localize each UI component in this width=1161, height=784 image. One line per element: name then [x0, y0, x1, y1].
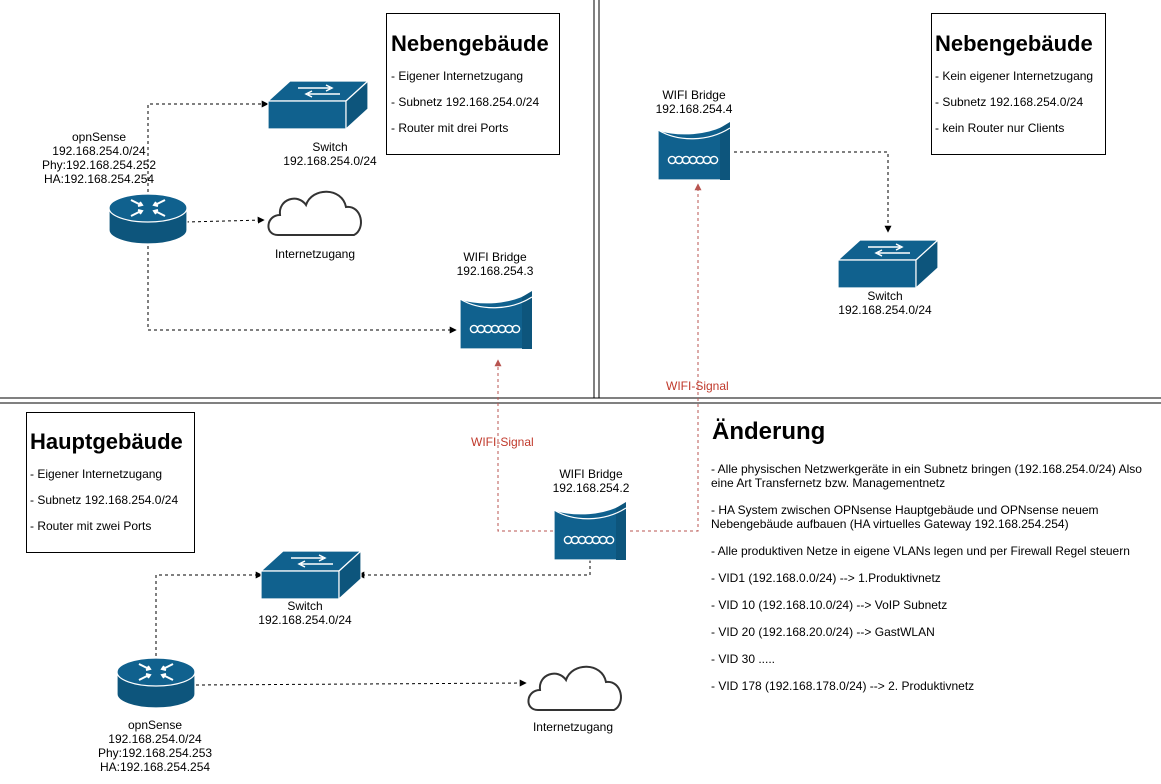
switch-name: Switch — [287, 599, 323, 613]
bridge-ip: 192.168.254.2 — [552, 481, 630, 495]
wifi-bridge-icon — [553, 501, 627, 561]
router-phy: Phy:192.168.254.253 — [97, 746, 213, 760]
box-title: Nebengebäude — [391, 31, 549, 56]
switch3-label: Switch 192.168.254.0/24 — [810, 289, 960, 317]
bridge-name: WIFI Bridge — [662, 88, 726, 102]
cloud2-label: Internetzugang — [532, 720, 614, 734]
link-router2-switch2 — [155, 571, 263, 656]
switch-icon — [837, 239, 939, 289]
changes-title: Änderung — [712, 418, 826, 445]
bridge-ip: 192.168.254.3 — [456, 264, 534, 278]
link-router1-switch1 — [147, 100, 269, 192]
bridge-name: WIFI Bridge — [559, 467, 623, 481]
switch-name: Switch — [867, 289, 903, 303]
changes-item: - HA System zwischen OPNsense Hauptgebäu… — [711, 503, 1099, 531]
box-title: Nebengebäude — [935, 31, 1093, 56]
box-item: - Router mit drei Ports — [391, 121, 509, 135]
changes-item: - VID1 (192.168.0.0/24) --> 1.Produktivn… — [711, 571, 941, 585]
changes-item: - Alle physischen Netzwerkgeräte in ein … — [711, 462, 1142, 490]
switch-subnet: 192.168.254.0/24 — [283, 154, 377, 168]
changes-item: - VID 10 (192.168.10.0/24) --> VoIP Subn… — [711, 598, 948, 612]
cloud-icon — [267, 190, 362, 236]
switch-icon — [267, 80, 369, 130]
link-bridge4-switch3 — [734, 151, 892, 233]
box-item: - Subnetz 192.168.254.0/24 — [30, 493, 179, 507]
box-item: - Eigener Internetzugang — [391, 69, 524, 83]
switch1-label: Switch 192.168.254.0/24 — [255, 140, 405, 168]
router-ha: HA:192.168.254.254 — [43, 172, 155, 186]
router-ha: HA:192.168.254.254 — [99, 760, 211, 774]
router-name: opnSense — [127, 718, 183, 732]
router2-label: opnSense 192.168.254.0/24 Phy:192.168.25… — [80, 718, 230, 774]
link-bridge2-switch2 — [357, 560, 591, 579]
switch-subnet: 192.168.254.0/24 — [838, 303, 932, 317]
box-item: - Eigener Internetzugang — [30, 467, 163, 481]
bridge-name: WIFI Bridge — [463, 250, 527, 264]
changes-item: - Alle produktiven Netze in eigene VLANs… — [711, 544, 1130, 558]
bridge2-label: WIFI Bridge 192.168.254.2 — [511, 467, 671, 495]
link-router1-cloud1 — [185, 216, 265, 224]
cloud-icon — [527, 665, 622, 711]
changes-list: - Alle physischen Netzwerkgeräte in ein … — [711, 462, 1151, 706]
switch2-label: Switch 192.168.254.0/24 — [230, 599, 380, 627]
changes-item: - VID 20 (192.168.20.0/24) --> GastWLAN — [711, 625, 935, 639]
router-icon — [108, 193, 188, 245]
changes-item: - VID 30 ..... — [711, 652, 776, 666]
wifi-signal-to-bridge4 — [630, 183, 702, 532]
wifi-bridge-icon — [657, 121, 731, 181]
router-name: opnSense — [71, 130, 127, 144]
wifi-bridge-icon — [459, 290, 533, 350]
bridge3-label: WIFI Bridge 192.168.254.3 — [415, 250, 575, 278]
router-phy: Phy:192.168.254.252 — [41, 158, 157, 172]
box-item: - Kein eigener Internetzugang — [935, 69, 1094, 83]
box-item: - kein Router nur Clients — [935, 121, 1065, 135]
wifi-signal-label: WIFI-Signal — [666, 379, 729, 393]
bridge-ip: 192.168.254.4 — [655, 102, 733, 116]
router1-label: opnSense 192.168.254.0/24 Phy:192.168.25… — [24, 130, 174, 186]
router-icon — [116, 657, 196, 709]
wifi-signal-label: WIFI-Signal — [471, 435, 534, 449]
box-title: Hauptgebäude — [30, 429, 183, 454]
info-box-nebengebaeude-1: Nebengebäude - Eigener Internetzugang - … — [386, 13, 560, 155]
wifi-signal-to-bridge3 — [494, 359, 553, 532]
bridge4-label: WIFI Bridge 192.168.254.4 — [614, 88, 774, 116]
cloud1-label: Internetzugang — [274, 247, 356, 261]
box-item: - Subnetz 192.168.254.0/24 — [391, 95, 540, 109]
info-box-nebengebaeude-2: Nebengebäude - Kein eigener Internetzuga… — [931, 13, 1106, 155]
switch-icon — [260, 550, 362, 600]
router-subnet: 192.168.254.0/24 — [108, 732, 202, 746]
box-item: - Router mit zwei Ports — [30, 519, 152, 533]
router-subnet: 192.168.254.0/24 — [52, 144, 146, 158]
link-router1-bridge3 — [147, 246, 457, 334]
switch-name: Switch — [312, 140, 348, 154]
link-router2-cloud2 — [195, 679, 527, 687]
changes-item: - VID 178 (192.168.178.0/24) --> 2. Prod… — [711, 679, 975, 693]
box-item: - Subnetz 192.168.254.0/24 — [935, 95, 1084, 109]
switch-subnet: 192.168.254.0/24 — [258, 613, 352, 627]
info-box-hauptgebaeude: Hauptgebäude - Eigener Internetzugang - … — [26, 412, 195, 553]
